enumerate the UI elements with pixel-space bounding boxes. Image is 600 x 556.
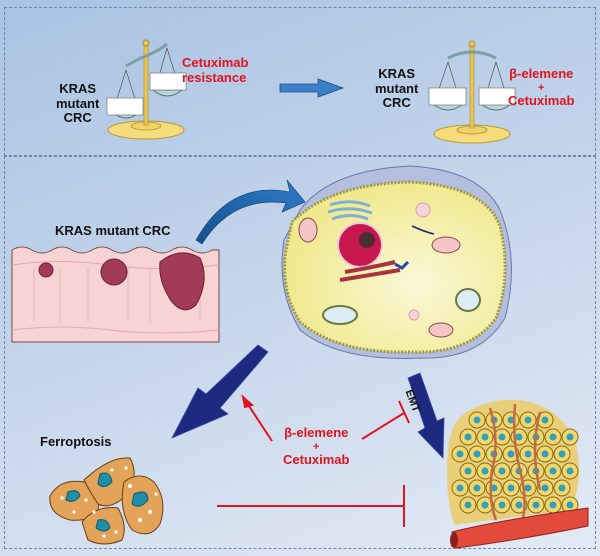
tumor-cell-nucleus <box>507 484 515 492</box>
down-arrow-emt-icon <box>407 372 445 459</box>
tumor-cell-nucleus <box>481 467 489 475</box>
ferroptosis-cells-icon <box>49 457 164 545</box>
tumor-cell-nucleus <box>464 501 472 509</box>
combination-label-bottom: β-elemene + Cetuximab <box>283 425 350 467</box>
tumor-cell-nucleus <box>541 450 549 458</box>
label-line: + <box>538 81 545 94</box>
tumor-cell-nucleus <box>515 433 523 441</box>
top-panel <box>4 7 596 156</box>
kras-label-left: KRAS mutant CRC <box>56 81 100 126</box>
colon-label: KRAS mutant CRC <box>55 223 171 238</box>
tumor-cell-nucleus <box>532 501 540 509</box>
inhibit-emt-line-icon <box>361 400 410 440</box>
cetuximab-resistance-label: Cetuximab resistance <box>182 55 249 85</box>
promote-ferroptosis-arrow-icon <box>241 394 273 442</box>
bottom-panel <box>4 156 596 549</box>
tumor-cell-nucleus <box>566 501 574 509</box>
balance-scale-tilted-icon <box>106 39 187 140</box>
inhibit-metastasis-line-icon <box>217 485 405 527</box>
label-line: KRAS <box>59 81 97 96</box>
tumor-cell-nucleus <box>464 433 472 441</box>
tumor-cell-nucleus <box>524 484 532 492</box>
right-arrow-icon <box>279 78 345 98</box>
tumor-cell-nucleus <box>566 433 574 441</box>
tumor-cell-nucleus <box>473 484 481 492</box>
tumor-cell-nucleus <box>498 501 506 509</box>
tumor-cell-nucleus <box>498 433 506 441</box>
tumor-cell-nucleus <box>507 450 515 458</box>
label-line: resistance <box>182 69 247 85</box>
tumor-cell-nucleus <box>490 484 498 492</box>
tumor-cell-nucleus <box>464 467 472 475</box>
balance-scale-level-icon <box>428 40 516 144</box>
label-line: β-elemene <box>509 66 574 81</box>
tumor-cell-nucleus <box>498 467 506 475</box>
tumor-cell-nucleus <box>549 501 557 509</box>
curved-arrow-icon <box>195 179 306 245</box>
label-line: mutant <box>56 95 100 111</box>
tumor-cell-nucleus <box>481 501 489 509</box>
tumor-cell-nucleus <box>481 433 489 441</box>
down-left-arrow-icon <box>171 344 269 439</box>
label-line: Cetuximab <box>182 55 249 70</box>
tumor-cell-nucleus <box>541 416 549 424</box>
tumor-cell-nucleus <box>456 450 464 458</box>
colon-tissue-icon <box>11 246 220 343</box>
tumor-cell-nucleus <box>549 433 557 441</box>
label-line: + <box>313 440 320 453</box>
combination-label-top: β-elemene + Cetuximab <box>508 66 575 108</box>
ferroptosis-label: Ferroptosis <box>40 434 112 449</box>
tumor-cell-nucleus <box>456 484 464 492</box>
tumor-cell-nucleus <box>473 416 481 424</box>
metastatic-tumor-icon <box>446 399 589 549</box>
tumor-cell-nucleus <box>524 450 532 458</box>
tumor-cell-nucleus <box>473 450 481 458</box>
tumor-cell-nucleus <box>558 484 566 492</box>
tumor-cell-nucleus <box>515 501 523 509</box>
tumor-cell-nucleus <box>558 450 566 458</box>
label-line: KRAS <box>378 66 416 81</box>
tumor-cell-nucleus <box>524 416 532 424</box>
label-line: Cetuximab <box>283 451 350 467</box>
kras-label-right: KRAS mutant CRC <box>375 66 419 111</box>
tumor-cell-nucleus <box>566 467 574 475</box>
label-line: Cetuximab <box>508 92 575 108</box>
tumor-cell-nucleus <box>541 484 549 492</box>
tumor-cell-nucleus <box>549 467 557 475</box>
label-line: CRC <box>382 95 411 111</box>
label-line: CRC <box>63 110 92 126</box>
cancer-cell-icon <box>281 165 512 359</box>
tumor-cell-nucleus <box>507 416 515 424</box>
label-line: β-elemene <box>284 425 349 440</box>
label-line: mutant <box>375 80 419 96</box>
